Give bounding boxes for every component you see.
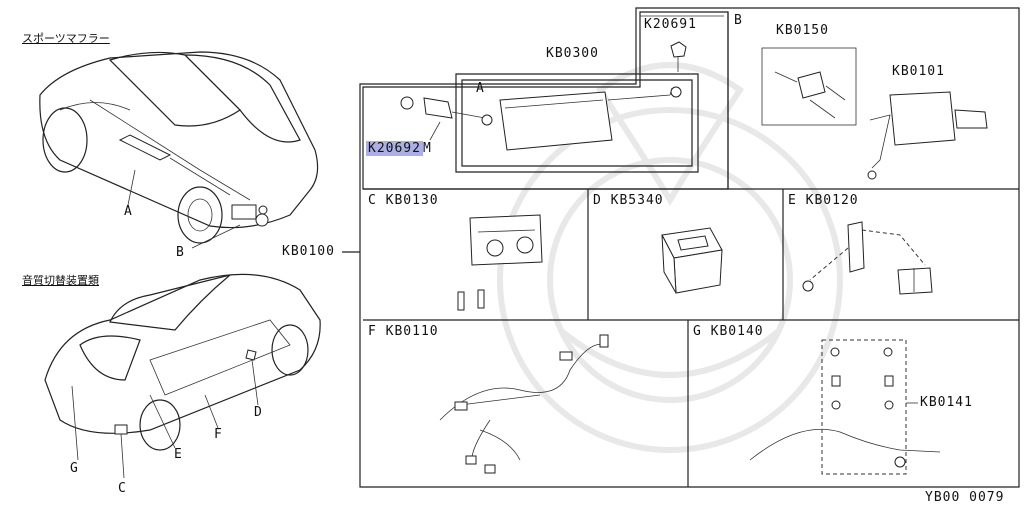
section-f-harness xyxy=(439,334,609,474)
section-f-kb0110[interactable]: F KB0110 xyxy=(368,324,439,339)
callout-c: C xyxy=(118,481,127,496)
part-k20692m-highlight: K20692 xyxy=(366,141,423,156)
section-d-switch xyxy=(661,227,723,294)
car-top-illustration xyxy=(39,51,319,249)
part-k20692m-suffix: M xyxy=(422,141,432,156)
part-k20691[interactable]: K20691 xyxy=(644,17,697,32)
callout-d: D xyxy=(254,405,263,420)
diagram-code: YB00 0079 xyxy=(925,490,1005,505)
section-b-muffler xyxy=(761,47,988,180)
section-g-cable xyxy=(749,339,941,475)
section-c-kb0130[interactable]: C KB0130 xyxy=(368,193,439,208)
part-kb0100[interactable]: KB0100 xyxy=(282,244,335,259)
frames xyxy=(342,7,1020,488)
callout-a: A xyxy=(124,204,133,219)
section-a-label: A xyxy=(476,81,485,96)
car-bottom-illustration xyxy=(44,273,321,479)
section-g-kb0140[interactable]: G KB0140 xyxy=(693,324,764,339)
callout-b: B xyxy=(176,245,185,260)
watermark-crest xyxy=(497,62,843,453)
callout-g: G xyxy=(70,461,79,476)
section-a-muffler xyxy=(400,41,687,151)
part-kb0141[interactable]: KB0141 xyxy=(920,395,973,410)
part-kb0150[interactable]: KB0150 xyxy=(776,23,829,38)
part-kb0101[interactable]: KB0101 xyxy=(892,64,945,79)
section-d-kb5340[interactable]: D KB5340 xyxy=(593,193,664,208)
section-e-kb0120[interactable]: E KB0120 xyxy=(788,193,859,208)
section-e-bracket xyxy=(802,221,933,295)
callout-f: F xyxy=(214,427,223,442)
section-c-bracket xyxy=(457,214,543,311)
callout-e: E xyxy=(174,447,183,462)
part-kb0300[interactable]: KB0300 xyxy=(546,46,599,61)
section-b-label: B xyxy=(734,13,743,28)
heading-audio-switch: 音質切替装置類 xyxy=(22,274,99,287)
heading-sports-muffler: スポーツマフラー xyxy=(22,32,110,45)
